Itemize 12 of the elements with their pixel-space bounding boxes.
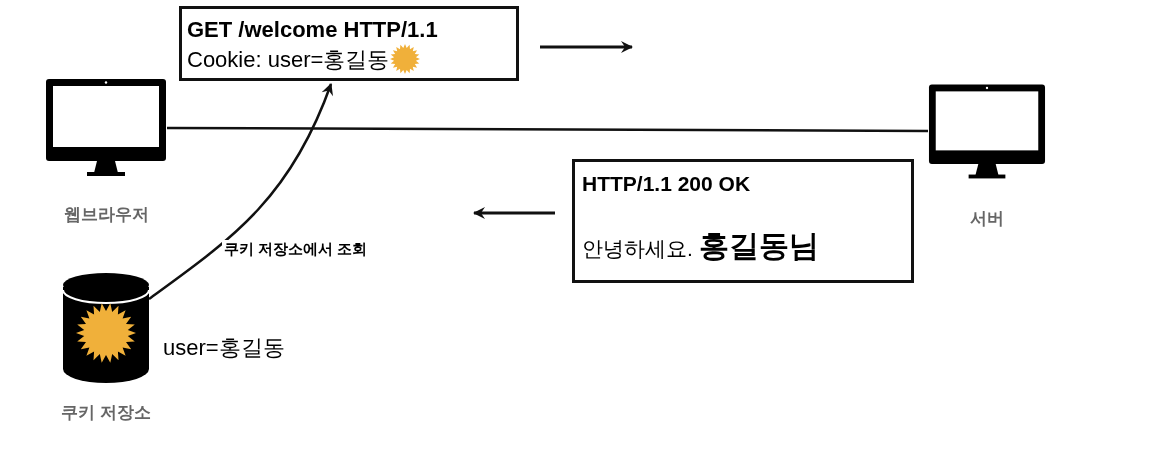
response-box — [572, 159, 914, 283]
arrow — [148, 83, 333, 300]
cookie-value-text: user=홍길동 — [163, 334, 285, 362]
request-box — [179, 6, 519, 81]
connector-line — [167, 126, 928, 133]
device-label: 웹브라우저 — [62, 204, 150, 226]
request-line: GET /welcome HTTP/1.1 — [187, 16, 438, 44]
storage-label: 쿠키 저장소 — [60, 402, 152, 424]
status-line: HTTP/1.1 200 OK — [582, 172, 752, 196]
device-label: 서버 — [969, 208, 1005, 230]
body-text: 안녕하세요. 홍길동님 — [582, 228, 820, 264]
header-line: Cookie: user=홍길동 — [187, 45, 390, 74]
